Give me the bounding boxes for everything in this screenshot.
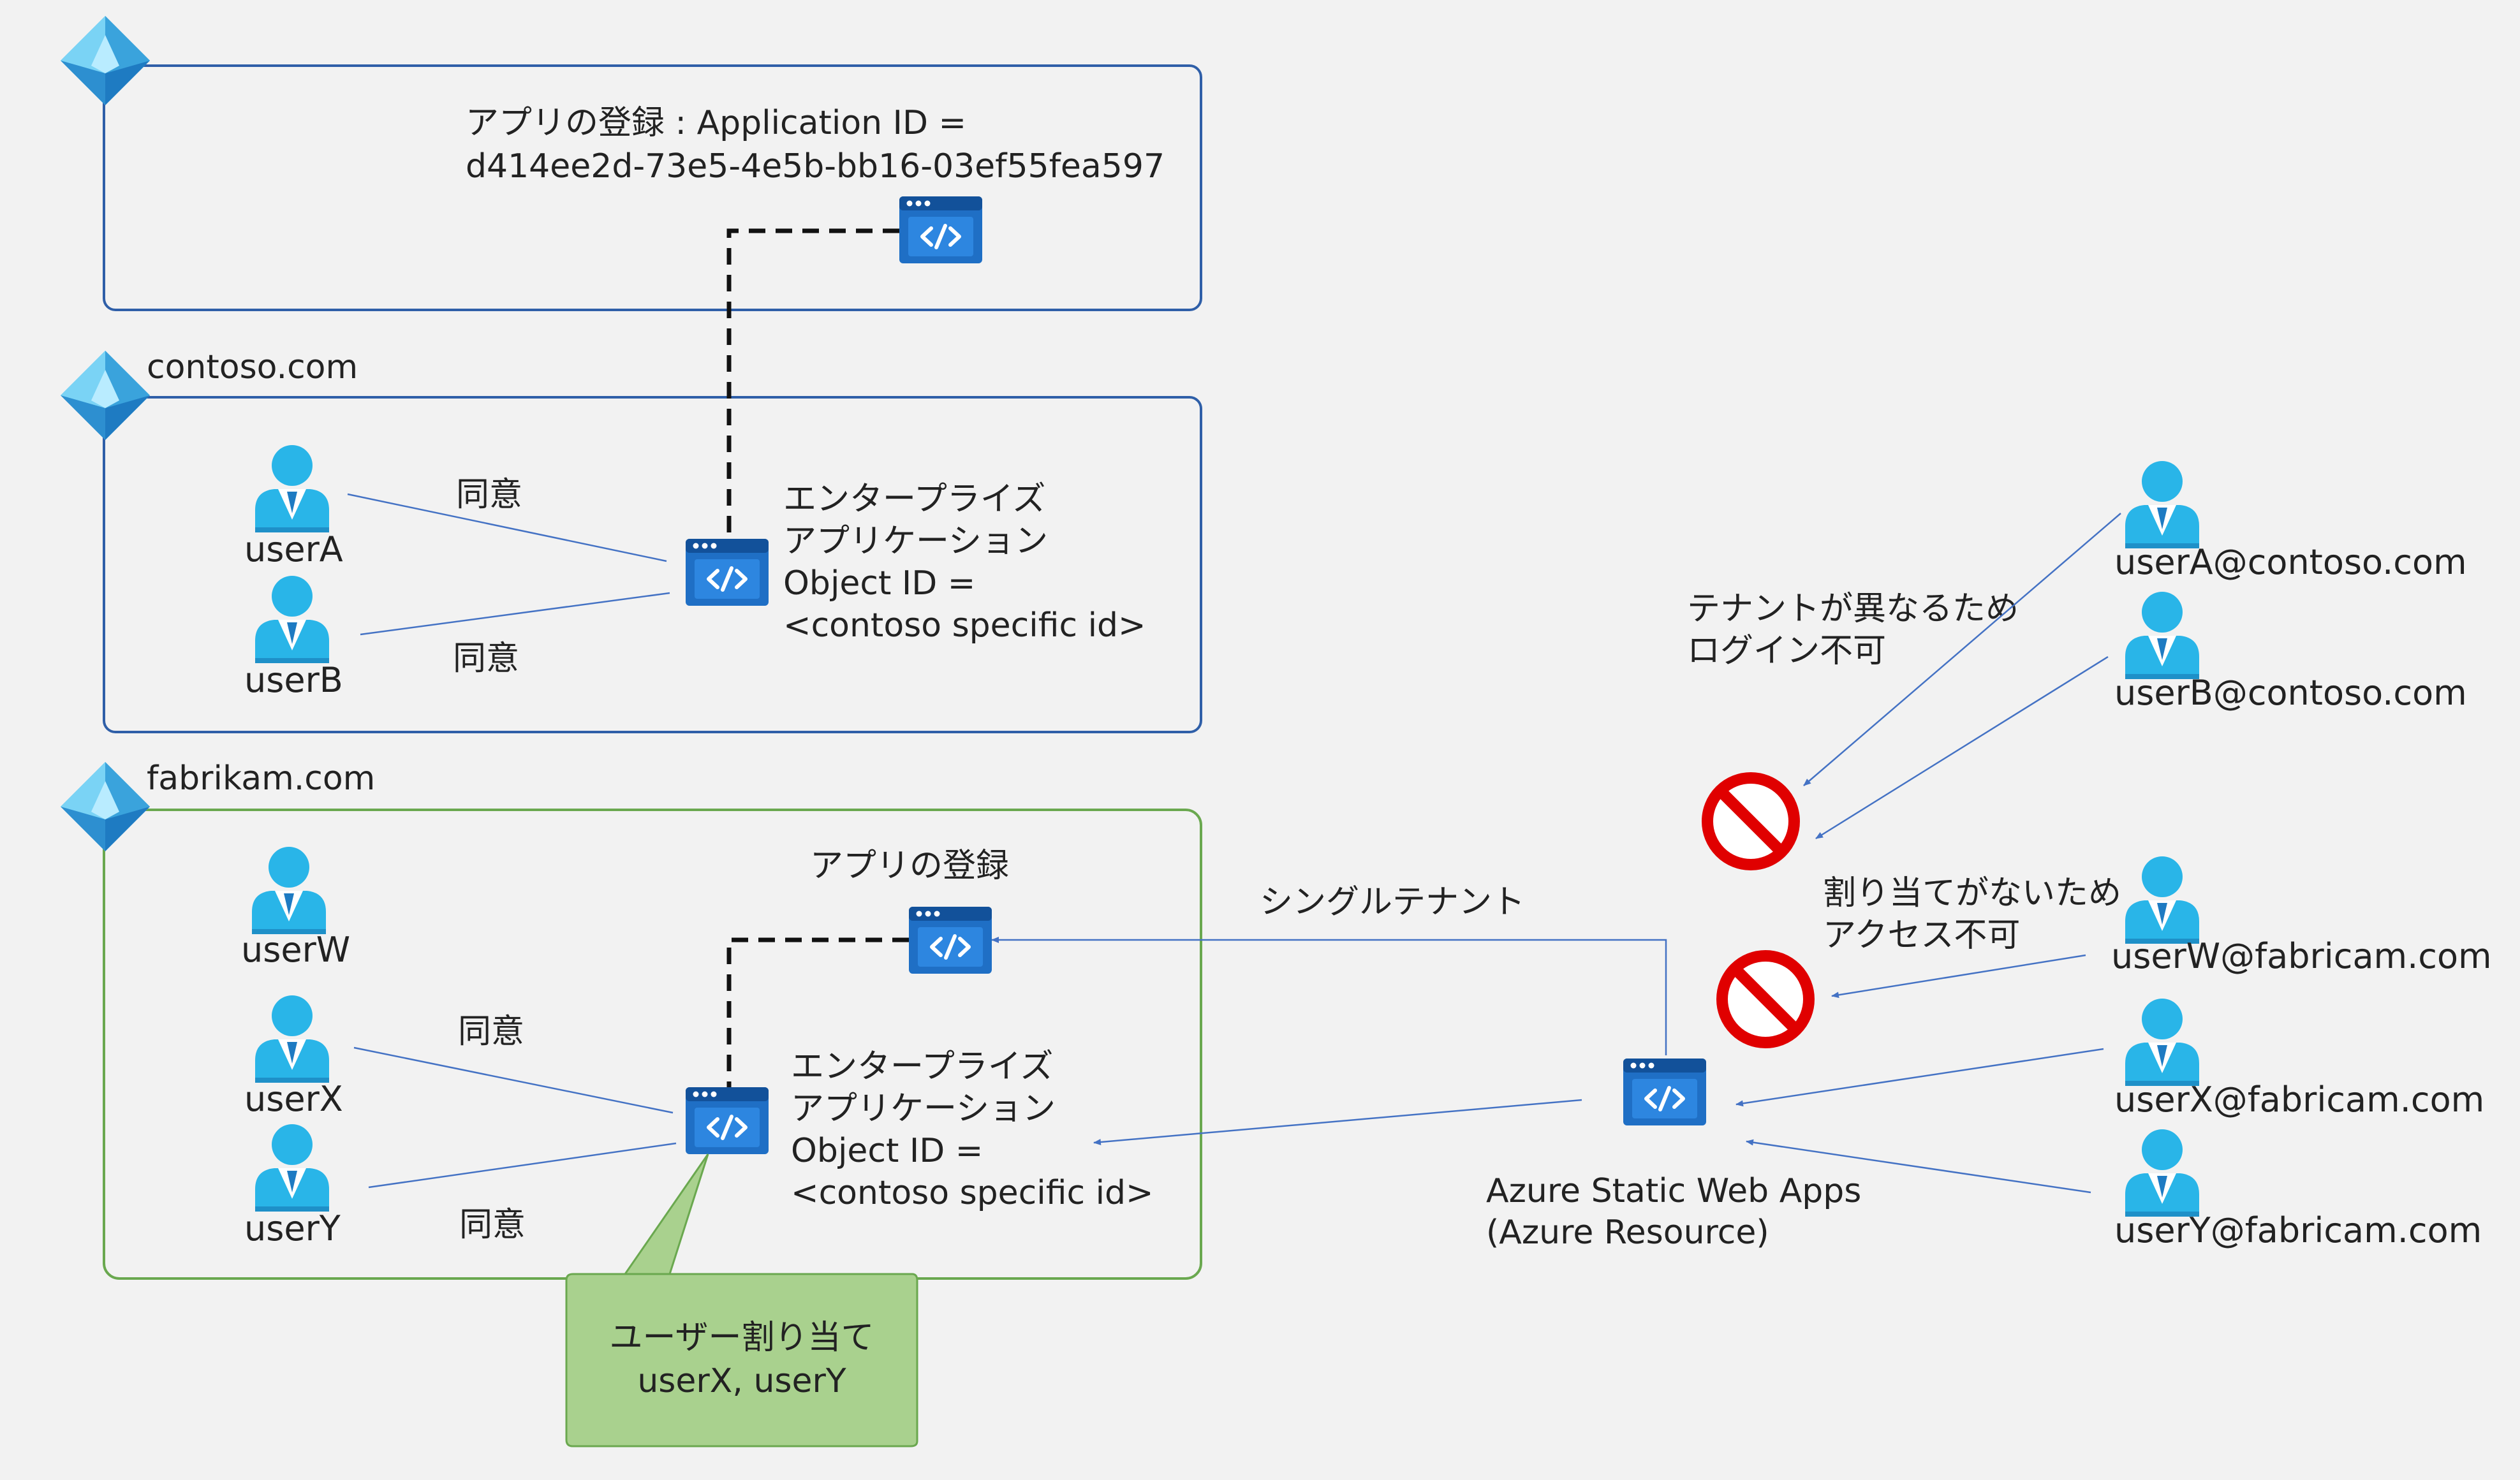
login-attempt-arrow xyxy=(1735,1048,2104,1107)
app-window-icon xyxy=(1623,1059,1706,1125)
azure-ad-icon xyxy=(61,351,150,440)
consent-label: 同意 xyxy=(456,476,522,514)
fabrikam-object-id-value: <contoso specific id> xyxy=(791,1174,1154,1212)
login-attempt-arrow xyxy=(1831,954,2086,999)
deny-tenant-line1: テナントが異なるため xyxy=(1687,590,2019,628)
application-id-value: d414ee2d-73e5-4e5b-bb16-03ef55fea597 xyxy=(466,147,1165,186)
user-icon xyxy=(252,847,326,934)
consent-label: 同意 xyxy=(453,640,519,678)
deny-assignment-line1: 割り当てがないため xyxy=(1823,874,2121,912)
user-icon xyxy=(2125,461,2199,548)
external-user-x: userX@fabricam.com xyxy=(2114,1080,2484,1120)
fabrikam-app-registration-label: アプリの登録 xyxy=(810,847,1009,885)
single-tenant-label: シングルテナント xyxy=(1260,883,1525,921)
contoso-user-b: userB xyxy=(244,660,343,700)
contoso-enterprise-app-line2: アプリケーション xyxy=(783,522,1048,560)
contoso-object-id-label: Object ID = xyxy=(783,564,975,603)
azure-ad-icon xyxy=(61,762,150,851)
login-attempt-arrow xyxy=(1815,656,2109,840)
user-icon xyxy=(255,995,329,1083)
app-window-icon xyxy=(686,1087,769,1154)
consent-line xyxy=(360,592,670,636)
callout-line2: userX, userY xyxy=(637,1362,846,1400)
user-icon xyxy=(2125,856,2199,944)
fabrikam-user-w: userW xyxy=(241,930,350,970)
external-user-y: userY@fabricam.com xyxy=(2114,1210,2482,1250)
app-window-icon xyxy=(899,196,982,263)
prohibited-icon xyxy=(1722,956,1809,1043)
azure-swa-label-line1: Azure Static Web Apps xyxy=(1486,1172,1861,1210)
consent-line xyxy=(347,493,667,562)
contoso-object-id-value: <contoso specific id> xyxy=(783,606,1146,645)
consent-line xyxy=(353,1046,674,1114)
user-assignment-callout xyxy=(565,1154,918,1447)
deny-assignment-line2: アクセス不可 xyxy=(1823,916,2020,955)
external-user-w: userW@fabricam.com xyxy=(2111,936,2492,976)
contoso-user-a: userA xyxy=(244,529,343,569)
external-user-b: userB@contoso.com xyxy=(2114,673,2467,713)
consent-label: 同意 xyxy=(459,1206,526,1244)
single-tenant-arrow xyxy=(991,937,1667,1055)
consent-line xyxy=(368,1142,677,1189)
azure-ad-icon xyxy=(61,16,150,105)
contoso-tenant-box xyxy=(103,396,1202,733)
login-attempt-arrow xyxy=(1803,513,2121,786)
user-icon xyxy=(2125,999,2199,1086)
contoso-domain-label: contoso.com xyxy=(147,348,358,386)
home-tenant-box xyxy=(103,64,1202,311)
contoso-enterprise-app-line1: エンタープライズ xyxy=(783,480,1045,518)
fabrikam-object-id-label: Object ID = xyxy=(791,1132,983,1170)
fabrikam-enterprise-app-line1: エンタープライズ xyxy=(791,1048,1053,1086)
app-window-icon xyxy=(686,539,769,606)
user-icon xyxy=(255,576,329,663)
fabrikam-enterprise-app-line2: アプリケーション xyxy=(791,1090,1056,1128)
consent-label: 同意 xyxy=(458,1013,524,1051)
login-attempt-arrow xyxy=(1746,1139,2091,1194)
app-window-icon xyxy=(909,907,992,974)
user-icon xyxy=(255,445,329,532)
provisioning-dashed-link xyxy=(726,937,909,1087)
user-icon xyxy=(2125,1129,2199,1217)
home-app-registration-title: アプリの登録 : Application ID = xyxy=(466,104,966,142)
swa-to-enterprise-app-arrow xyxy=(1093,1099,1582,1146)
user-icon xyxy=(2125,592,2199,679)
prohibited-icon xyxy=(1707,778,1794,865)
external-user-a: userA@contoso.com xyxy=(2114,542,2467,582)
user-icon xyxy=(255,1124,329,1212)
callout-line1: ユーザー割り当て xyxy=(610,1319,874,1357)
azure-swa-label-line2: (Azure Resource) xyxy=(1486,1213,1769,1252)
deny-tenant-line2: ログイン不可 xyxy=(1687,632,1886,670)
fabrikam-domain-label: fabrikam.com xyxy=(147,759,375,798)
provisioning-dashed-link xyxy=(726,228,899,539)
fabrikam-user-x: userX xyxy=(244,1079,343,1119)
fabrikam-user-y: userY xyxy=(244,1208,341,1249)
